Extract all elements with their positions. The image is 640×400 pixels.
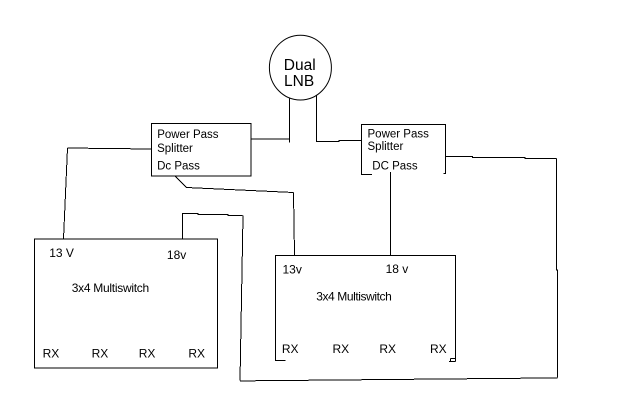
svg-text:RX: RX [379,342,396,356]
svg-text:13 V: 13 V [49,246,74,260]
svg-text:18 v: 18 v [386,262,409,276]
svg-text:13v: 13v [283,263,302,277]
svg-text:3x4 Multiswitch: 3x4 Multiswitch [72,281,150,295]
svg-text:Dual: Dual [284,57,316,74]
svg-text:3x4 Multiswitch: 3x4 Multiswitch [316,290,392,304]
svg-text:RX: RX [333,342,350,356]
svg-text:Splitter: Splitter [368,141,404,153]
svg-text:RX: RX [430,342,447,356]
svg-text:RX: RX [139,347,156,361]
svg-text:RX: RX [188,347,205,361]
svg-text:Splitter: Splitter [157,143,193,155]
svg-text:RX: RX [92,347,109,361]
svg-text:LNB: LNB [284,73,314,90]
svg-text:Power Pass: Power Pass [157,129,219,141]
svg-text:18v: 18v [167,248,186,262]
svg-text:Dc Pass: Dc Pass [157,161,200,173]
svg-text:RX: RX [43,347,60,361]
svg-text:RX: RX [282,342,299,356]
svg-text:DC Pass: DC Pass [372,161,418,173]
svg-text:Power Pass: Power Pass [368,128,430,140]
